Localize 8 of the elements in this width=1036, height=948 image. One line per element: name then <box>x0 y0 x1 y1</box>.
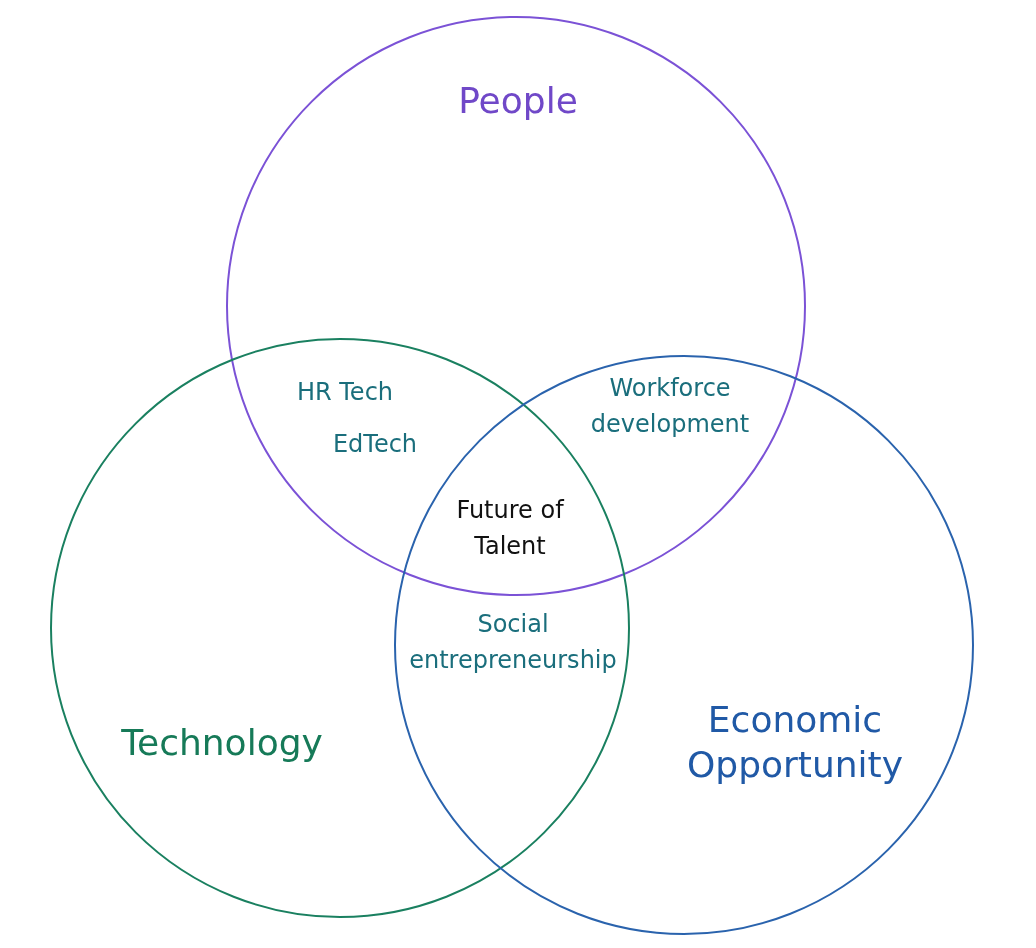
overlap-label: Future of Talent <box>455 495 566 562</box>
set-title: Economic Opportunity <box>685 698 904 787</box>
overlap-label: HR Tech <box>295 377 395 408</box>
overlap-label: Workforce development <box>589 373 751 440</box>
overlap-label: EdTech <box>331 429 419 460</box>
set-title: People <box>457 79 579 123</box>
set-title: Technology <box>120 721 324 765</box>
overlap-label: Social entrepreneurship <box>408 609 618 676</box>
